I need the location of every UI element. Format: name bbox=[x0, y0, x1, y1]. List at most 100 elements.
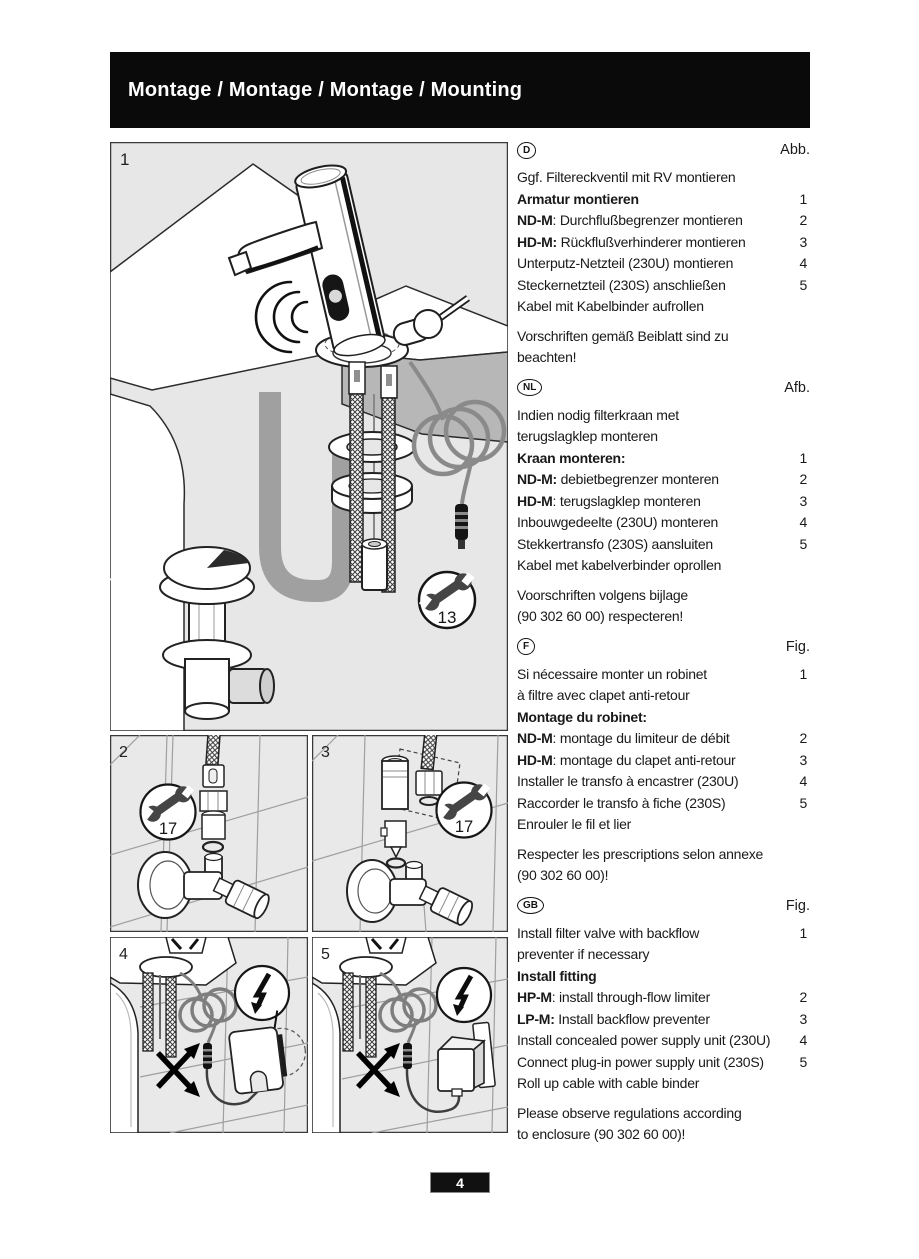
panel-number: 4 bbox=[119, 946, 128, 963]
note-line: beachten! bbox=[517, 349, 577, 365]
step-figure-number: 2 bbox=[799, 212, 807, 228]
step-figure-number: 3 bbox=[799, 492, 807, 509]
angle-valve bbox=[137, 851, 270, 920]
basin-underside bbox=[110, 937, 237, 1058]
step-figure-number: 3 bbox=[799, 1010, 807, 1027]
step-figure-number: 5 bbox=[799, 794, 807, 811]
figure-column-label: Fig. bbox=[785, 897, 810, 914]
waste-pipe bbox=[259, 392, 354, 602]
spiral-cable bbox=[408, 360, 507, 505]
angle-valve-illustration: 17 3 bbox=[312, 735, 508, 932]
note-line: Please observe regulations according bbox=[517, 1104, 742, 1121]
page-number-badge: 4 bbox=[430, 1172, 490, 1193]
note-line: Respecter les prescriptions selon annexe bbox=[517, 845, 764, 862]
instruction-line: Indien nodig filterkraan met bbox=[517, 406, 679, 423]
figure-column-label: Abb. bbox=[780, 142, 810, 158]
cable-run bbox=[405, 1068, 461, 1113]
section-NL: NL Afb. Indien nodig filterkraan met teru… bbox=[517, 378, 810, 628]
step-figure-number: 3 bbox=[799, 233, 807, 250]
flush-mount-box bbox=[228, 1010, 306, 1095]
step-figure-number: 1 bbox=[799, 665, 807, 682]
wrench-size-label: 17 bbox=[455, 818, 473, 836]
wrench-size-label: 17 bbox=[159, 820, 177, 838]
step-figure-number: 2 bbox=[799, 730, 807, 746]
instruction-line: Raccorder le transfo à fiche (230S)5 bbox=[517, 793, 810, 815]
instruction-line: Install concealed power supply unit (230… bbox=[517, 1030, 810, 1052]
cable-connector bbox=[455, 504, 468, 549]
step-figure-number: 4 bbox=[799, 1032, 807, 1048]
text-column: D Abb. Ggf. Filtereckventil mit RV monti… bbox=[517, 140, 810, 1155]
do-not-shorten-icon bbox=[155, 1043, 200, 1097]
step-figure-number: 3 bbox=[799, 751, 807, 768]
figure-panel-2: 17 2 bbox=[110, 735, 308, 932]
step-figure-number: 4 bbox=[799, 514, 807, 530]
note-line: Voorschriften volgens bijlage bbox=[517, 586, 688, 603]
instruction-line: Ggf. Filtereckventil mit RV montieren bbox=[517, 169, 736, 185]
faucet-mounting-illustration: 13 1 bbox=[110, 142, 508, 731]
figure-panel-3: 17 3 bbox=[312, 735, 508, 932]
step-figure-number: 4 bbox=[799, 255, 807, 271]
step-figure-number: 2 bbox=[799, 989, 807, 1005]
section-header-row: F Fig. bbox=[517, 637, 810, 657]
figure-panel-4: 4 bbox=[110, 937, 308, 1133]
cable-connector bbox=[203, 1043, 212, 1069]
sensor-waves-icon bbox=[254, 280, 309, 354]
panel-number: 3 bbox=[321, 744, 330, 761]
basin-pedestal bbox=[110, 393, 186, 731]
panel-number: 2 bbox=[119, 744, 128, 761]
instruction-line: terugslagklep monteren bbox=[517, 428, 658, 444]
instruction-line: preventer if necessary bbox=[517, 946, 650, 962]
step-figure-number: 1 bbox=[799, 190, 807, 207]
instruction-line: Install fitting bbox=[517, 967, 597, 984]
basin-underside bbox=[312, 937, 437, 1058]
wrench-icon: 17 bbox=[137, 784, 199, 841]
page-title: Montage / Montage / Montage / Mounting bbox=[110, 52, 810, 128]
step-figure-number: 2 bbox=[799, 471, 807, 487]
instruction-line: Installer le transfo à encastrer (230U)4 bbox=[517, 771, 810, 793]
page-title-text: Montage / Montage / Montage / Mounting bbox=[128, 78, 523, 101]
note-paragraph: Voorschriften volgens bijlage (90 302 60 … bbox=[517, 585, 810, 628]
instruction-line: Connect plug-in power supply unit (230S)… bbox=[517, 1052, 810, 1074]
note-line: (90 302 60 00) respecteren! bbox=[517, 608, 684, 624]
panel-number: 5 bbox=[321, 946, 330, 963]
coiled-cable bbox=[178, 971, 238, 1044]
cable-connector bbox=[403, 1043, 412, 1069]
section-D: D Abb. Ggf. Filtereckventil mit RV monti… bbox=[517, 140, 810, 369]
note-line: (90 302 60 00)! bbox=[517, 867, 609, 883]
figure-column-label: Fig. bbox=[785, 638, 810, 655]
supply-hoses bbox=[328, 361, 416, 593]
section-header-row: GB Fig. bbox=[517, 896, 810, 916]
instruction-line: Kabel mit Kabelbinder aufrollen bbox=[517, 298, 704, 314]
instruction-line: Roll up cable with cable binder bbox=[517, 1075, 700, 1091]
language-badge: NL bbox=[517, 379, 543, 396]
figure-column-label: Afb. bbox=[784, 379, 810, 396]
step-figure-number: 1 bbox=[799, 449, 807, 466]
language-badge: GB bbox=[517, 897, 544, 914]
exploded-fittings bbox=[199, 735, 228, 854]
angle-valve-illustration: 17 2 bbox=[110, 735, 308, 932]
language-badge: F bbox=[517, 638, 536, 655]
step-figure-number: 1 bbox=[799, 924, 807, 941]
cable-run bbox=[205, 1068, 261, 1106]
page-number: 4 bbox=[456, 1174, 464, 1191]
do-not-shorten-icon bbox=[355, 1043, 400, 1097]
plug-in-adapter bbox=[437, 1021, 496, 1097]
lightning-icon bbox=[233, 964, 291, 1022]
